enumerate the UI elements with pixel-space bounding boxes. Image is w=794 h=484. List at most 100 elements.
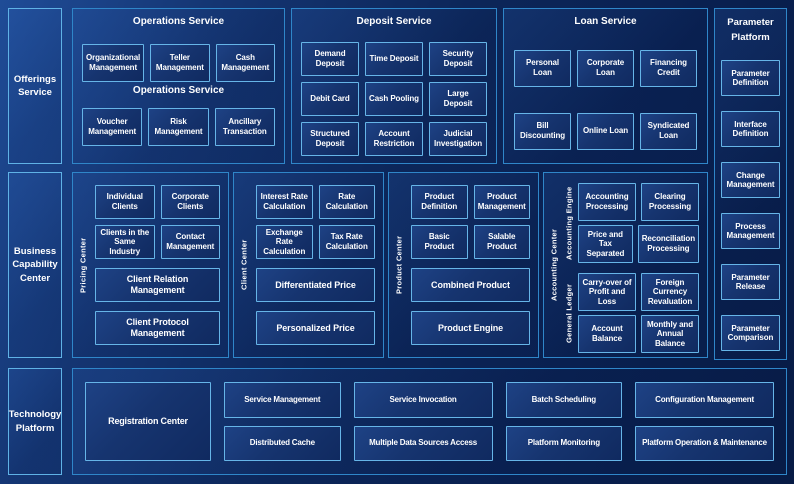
product-row-1: Product Definition Product Management: [411, 185, 530, 219]
accounting-engine-side-label: Accounting Engine: [564, 186, 574, 260]
box-platform-monitoring: Platform Monitoring: [505, 425, 623, 461]
box-account-restriction: Account Restriction: [365, 121, 423, 157]
box-risk-management: Risk Management: [148, 108, 209, 146]
box-cash-management: Cash Management: [215, 43, 276, 82]
box-personalized-price: Personalized Price: [256, 311, 375, 345]
operations-row-1: Organizational Management Teller Managem…: [82, 43, 276, 82]
box-corporate-loan: Corporate Loan: [577, 49, 634, 87]
deposit-service-panel: Deposit Service Demand Deposit Time Depo…: [291, 8, 497, 164]
box-individual-clients: Individual Clients: [95, 185, 155, 219]
box-large-deposit: Large Deposit: [429, 81, 487, 116]
box-distributed-cache: Distributed Cache: [224, 425, 341, 461]
box-salable-product: Salable Product: [473, 225, 530, 259]
product-center-panel: Product Center Product Definition Produc…: [388, 172, 539, 358]
box-bill-discounting: Bill Discounting: [514, 112, 571, 150]
box-account-balance: Account Balance: [578, 315, 636, 353]
box-debit-card: Debit Card: [301, 81, 359, 116]
client-row-1: Interest Rate Calculation Rate Calculati…: [256, 185, 375, 219]
box-reconciliation-processing: Reconciliation Processing: [637, 225, 699, 263]
box-corporate-clients: Corporate Clients: [160, 185, 220, 219]
box-judicial-investigation: Judicial Investigation: [429, 121, 487, 157]
bottom-column-4: Configuration Management Platform Operat…: [635, 382, 774, 461]
accounting-engine-group: Accounting Engine Accounting Processing …: [562, 183, 699, 263]
box-differentiated-price: Differentiated Price: [256, 268, 375, 302]
accounting-center-side-label: Accounting Center: [549, 228, 559, 302]
bottom-column-1: Service Management Distributed Cache: [224, 382, 341, 461]
box-clients-same-industry: Clients in the Same Industry: [95, 225, 155, 259]
box-organizational-management: Organizational Management: [82, 43, 145, 82]
bottom-column-3: Batch Scheduling Platform Monitoring: [505, 382, 623, 461]
box-interface-definition: Interface Definition: [721, 111, 780, 148]
technology-platform-panel: Registration Center Service Management D…: [72, 368, 787, 475]
operations-row-2: Voucher Management Risk Management Ancil…: [82, 108, 275, 146]
box-tax-rate-calculation: Tax Rate Calculation: [318, 225, 375, 259]
operations-service-title: Operations Service: [132, 16, 225, 27]
box-configuration-management: Configuration Management: [635, 382, 774, 418]
pricing-center-panel: Pricing Center Individual Clients Corpor…: [72, 172, 229, 358]
box-basic-product: Basic Product: [411, 225, 468, 259]
box-time-deposit: Time Deposit: [365, 41, 423, 76]
deposit-service-title: Deposit Service: [356, 16, 432, 27]
box-client-protocol-management: Client Protocol Management: [95, 311, 220, 345]
product-row-2: Basic Product Salable Product: [411, 225, 530, 259]
pricing-row-2: Clients in the Same Industry Contact Man…: [95, 225, 220, 259]
parameter-platform-title: Parameter Platform: [727, 17, 774, 44]
box-product-definition: Product Definition: [411, 185, 468, 219]
loan-row-1: Personal Loan Corporate Loan Financing C…: [514, 49, 697, 87]
business-capability-center-label: Business Capability Center: [8, 172, 62, 358]
box-contact-management: Contact Management: [160, 225, 220, 259]
technology-platform-label: Technology Platform: [8, 368, 62, 475]
general-ledger-row-2: Account Balance Monthly and Annual Balan…: [578, 315, 699, 353]
accounting-center-panel: Accounting Center Accounting Engine Acco…: [543, 172, 708, 358]
box-accounting-processing: Accounting Processing: [578, 183, 636, 221]
operations-service-subtitle: Operations Service: [132, 84, 225, 96]
box-price-and-tax-separated: Price and Tax Separated: [578, 225, 633, 263]
box-process-management: Process Management: [721, 213, 780, 250]
box-syndicated-loan: Syndicated Loan: [640, 112, 697, 150]
box-security-deposit: Security Deposit: [429, 41, 487, 76]
box-interest-rate-calculation: Interest Rate Calculation: [256, 185, 313, 219]
box-multiple-data-sources-access: Multiple Data Sources Access: [353, 425, 493, 461]
box-rate-calculation: Rate Calculation: [318, 185, 375, 219]
box-platform-operation-maintenance: Platform Operation & Maintenance: [635, 425, 774, 461]
box-financing-credit: Financing Credit: [640, 49, 697, 87]
accounting-engine-row-2: Price and Tax Separated Reconciliation P…: [578, 225, 699, 263]
pricing-center-side-label: Pricing Center: [78, 237, 88, 293]
box-exchange-rate-calculation: Exchange Rate Calculation: [256, 225, 313, 259]
loan-service-panel: Loan Service Personal Loan Corporate Loa…: [503, 8, 708, 164]
operations-service-panel: Operations Service Organizational Manage…: [72, 8, 285, 164]
client-row-2: Exchange Rate Calculation Tax Rate Calcu…: [256, 225, 375, 259]
parameter-platform-panel: Parameter Platform Parameter Definition …: [714, 8, 787, 360]
box-parameter-comparison: Parameter Comparison: [721, 315, 780, 352]
box-foreign-currency-revaluation: Foreign Currency Revaluation: [641, 273, 699, 311]
box-monthly-annual-balance: Monthly and Annual Balance: [641, 315, 699, 353]
deposit-row-2: Debit Card Cash Pooling Large Deposit: [301, 81, 487, 116]
general-ledger-group: General Ledger Carry-over of Profit and …: [562, 273, 699, 353]
client-center-side-label: Client Center: [239, 239, 249, 291]
box-change-management: Change Management: [721, 162, 780, 199]
deposit-row-1: Demand Deposit Time Deposit Security Dep…: [301, 41, 487, 76]
offerings-service-label: Offerings Service: [8, 8, 62, 164]
box-parameter-definition: Parameter Definition: [721, 60, 780, 97]
box-cash-pooling: Cash Pooling: [365, 81, 423, 116]
box-service-invocation: Service Invocation: [353, 382, 493, 418]
product-center-side-label: Product Center: [394, 235, 404, 295]
client-center-panel: Client Center Interest Rate Calculation …: [233, 172, 384, 358]
box-product-engine: Product Engine: [411, 311, 530, 345]
box-ancillary-transaction: Ancillary Transaction: [214, 108, 275, 146]
bottom-column-2: Service Invocation Multiple Data Sources…: [353, 382, 493, 461]
general-ledger-row-1: Carry-over of Profit and Loss Foreign Cu…: [578, 273, 699, 311]
box-voucher-management: Voucher Management: [82, 108, 143, 146]
box-service-management: Service Management: [224, 382, 341, 418]
box-registration-center: Registration Center: [85, 382, 211, 461]
box-personal-loan: Personal Loan: [514, 49, 571, 87]
box-client-relation-management: Client Relation Management: [95, 268, 220, 302]
loan-row-2: Bill Discounting Online Loan Syndicated …: [514, 112, 697, 150]
box-clearing-processing: Clearing Processing: [641, 183, 699, 221]
box-batch-scheduling: Batch Scheduling: [505, 382, 623, 418]
box-combined-product: Combined Product: [411, 268, 530, 302]
deposit-row-3: Structured Deposit Account Restriction J…: [301, 121, 487, 157]
accounting-engine-row-1: Accounting Processing Clearing Processin…: [578, 183, 699, 221]
box-product-management: Product Management: [473, 185, 530, 219]
